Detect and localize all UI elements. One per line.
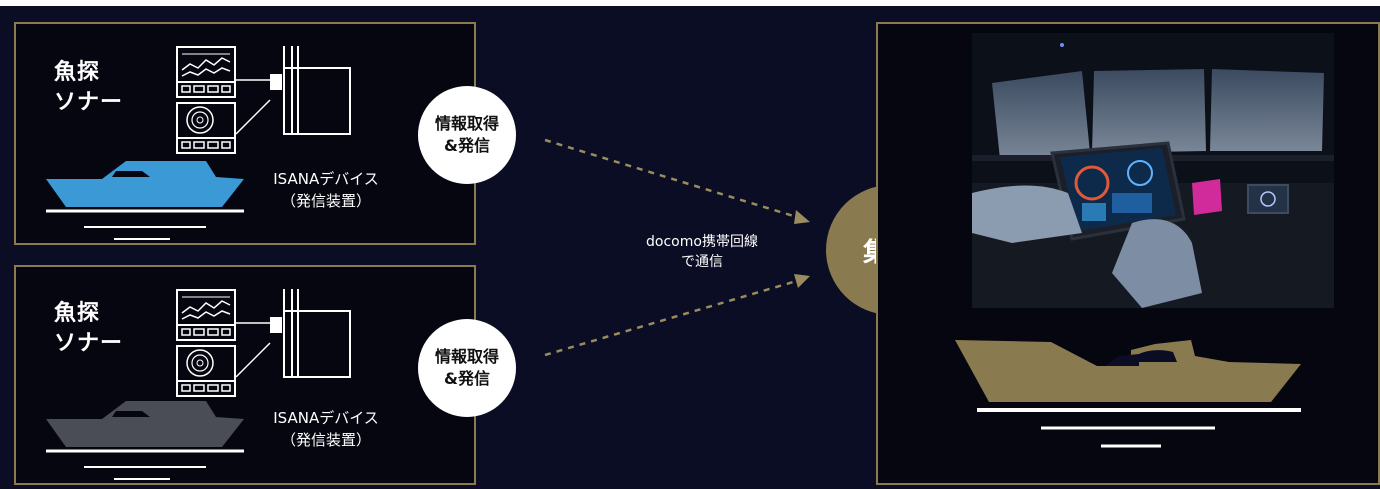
- isana-device-label-line1: ISANAデバイス: [273, 409, 379, 427]
- info-send-bubble-bottom: 情報取得 &発信: [418, 319, 516, 417]
- sonar-label-line1: 魚探: [54, 60, 101, 85]
- sonar-label: 魚探 ソナー: [54, 58, 123, 118]
- boat-icon: [46, 401, 244, 480]
- boat-hull: [46, 401, 244, 447]
- arrowhead-bottom: [794, 274, 810, 288]
- communication-label-line1: docomo携帯回線: [646, 234, 758, 250]
- sonar-label-line2: ソナー: [54, 90, 124, 115]
- isana-device-icon: [235, 289, 351, 378]
- fishing-boat-panel-bottom: 魚探 ソナー: [14, 265, 476, 485]
- isana-device-icon: [235, 46, 351, 135]
- boat-icon: [46, 161, 244, 240]
- arrow-top: [544, 138, 801, 220]
- info-send-bubble-line2: &発信: [444, 136, 490, 155]
- isana-device-label-line1: ISANAデバイス: [273, 170, 379, 188]
- tablet-photo: [972, 33, 1334, 308]
- communication-label: docomo携帯回線 で通信: [612, 232, 792, 272]
- arrowhead-top: [794, 210, 810, 224]
- info-send-bubble-line1: 情報取得: [434, 114, 499, 133]
- fish-finder-display-icon: [176, 345, 236, 397]
- sonar-label: 魚探 ソナー: [54, 299, 123, 359]
- boat-icon: [955, 340, 1301, 448]
- isana-device-label: ISANAデバイス （発信装置）: [246, 407, 406, 451]
- sonar-label-line1: 魚探: [54, 301, 101, 326]
- sonar-label-line2: ソナー: [54, 331, 124, 356]
- fishing-boat-panel-top: 魚探 ソナー: [14, 22, 476, 245]
- isana-device-label-line2: （発信装置）: [280, 192, 371, 210]
- sonar-display-icon: [176, 289, 236, 341]
- arrow-bottom: [544, 278, 801, 357]
- boat-hull: [46, 161, 244, 207]
- fish-finder-display-icon: [176, 102, 236, 154]
- top-bar: [0, 0, 1380, 6]
- communication-label-line2: で通信: [681, 254, 723, 270]
- isana-device-label: ISANAデバイス （発信装置）: [246, 168, 406, 212]
- sonar-display-icon: [176, 46, 236, 98]
- isana-device-label-line2: （発信装置）: [280, 431, 371, 449]
- info-send-bubble-line2: &発信: [444, 369, 490, 388]
- info-send-bubble-line1: 情報取得: [434, 347, 499, 366]
- info-send-bubble-top: 情報取得 &発信: [418, 86, 516, 184]
- boat-hull: [955, 340, 1301, 402]
